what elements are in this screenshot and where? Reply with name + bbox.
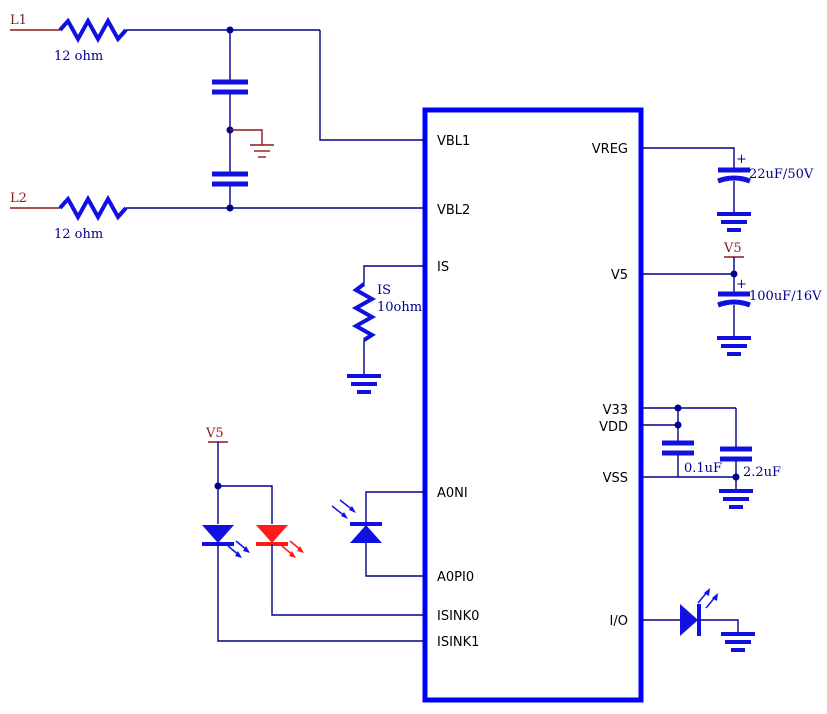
pin-vbl1: VBL1 [437, 134, 470, 149]
pin-io: I/O [610, 614, 628, 629]
ground-icon [719, 489, 753, 509]
l2-input: L2 12 ohm [10, 191, 425, 242]
pin-is: IS [437, 260, 449, 275]
chassis-ground-icon [230, 129, 274, 158]
ground-icon [717, 212, 751, 232]
pin-isink0: ISINK0 [437, 609, 479, 624]
capacitor-vreg: + 22uF/50V [641, 147, 814, 232]
resistor-is [351, 282, 377, 342]
light-in-arrows-icon [331, 499, 356, 519]
input-filter-caps [212, 26, 274, 212]
cap-small-value: 0.1uF [684, 461, 722, 476]
led-pair: V5 [202, 426, 425, 642]
resistor-l2 [58, 194, 128, 222]
pin-v5: V5 [611, 268, 628, 283]
io-led [641, 588, 755, 652]
ground-icon [347, 374, 381, 394]
pin-v33: V33 [603, 403, 628, 418]
photodiode [331, 491, 425, 577]
blue-led [202, 486, 425, 642]
resistor-l1-value: 12 ohm [54, 49, 103, 64]
cap-vreg-value: 22uF/50V [749, 167, 814, 182]
pin-a0ni: A0NI [437, 486, 468, 501]
net-label-l2: L2 [10, 191, 27, 206]
resistor-l2-value: 12 ohm [54, 227, 103, 242]
ground-icon [717, 336, 751, 356]
is-sense-resistor: IS 10ohm [347, 265, 425, 394]
io-light-out-arrows-icon [697, 588, 718, 609]
pin-a0pi0: A0PI0 [437, 570, 474, 585]
decoupling-caps: 0.1uF 2.2uF [641, 404, 781, 509]
net-label-l1: L1 [10, 13, 27, 28]
polarity-plus-vreg: + [736, 152, 747, 167]
pin-isink1: ISINK1 [437, 635, 479, 650]
resistor-l1 [58, 16, 128, 44]
pin-vreg: VREG [592, 142, 628, 157]
net-label-v5-left: V5 [205, 426, 224, 441]
pin-vdd: VDD [599, 420, 628, 435]
red-led [256, 525, 425, 616]
blue-light-out-arrows-icon [227, 540, 250, 558]
resistor-is-value: 10ohm [377, 300, 422, 315]
red-light-out-arrows-icon [281, 540, 304, 558]
resistor-is-name: IS [377, 283, 391, 298]
net-label-v5-top: V5 [723, 241, 742, 256]
cap-v5-value: 100uF/16V [749, 289, 822, 304]
ground-icon [721, 632, 755, 652]
pin-vss: VSS [603, 471, 628, 486]
polarity-plus-v5: + [736, 277, 747, 292]
cap-large-value: 2.2uF [743, 465, 781, 480]
l1-input: L1 12 ohm [10, 13, 425, 141]
pin-vbl2: VBL2 [437, 203, 470, 218]
ic-body [422, 107, 644, 703]
capacitor-v5: V5 + 100uF/16V [641, 241, 822, 356]
